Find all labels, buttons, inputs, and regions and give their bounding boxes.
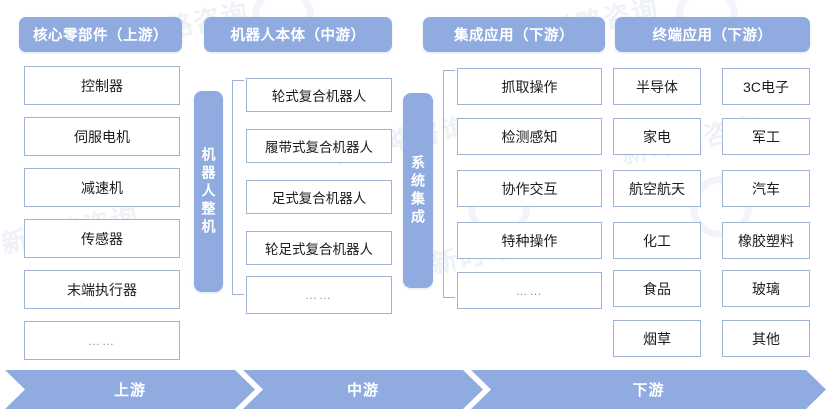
integration-item-label: 特种操作 xyxy=(501,232,558,249)
end-application-item-box[interactable]: 半导体 xyxy=(613,68,701,105)
integration-item-label: …… xyxy=(515,283,544,298)
integration-item-label: 抓取操作 xyxy=(501,78,558,95)
section-header-label: 机器人本体（中游） xyxy=(230,28,366,44)
vertical-bar-system-integration[interactable]: 系统集成 xyxy=(403,93,433,288)
integration-item-box[interactable]: 协作交互 xyxy=(457,170,602,207)
stage-chevron-label: 下游 xyxy=(632,382,665,399)
bracket-connector-midstream xyxy=(232,80,244,295)
end-application-item-box[interactable]: 烟草 xyxy=(613,320,701,357)
midstream-item-box[interactable]: 轮式复合机器人 xyxy=(246,78,392,112)
end-application-item-box[interactable]: 玻璃 xyxy=(722,270,810,307)
stage-chevron-upstream[interactable]: 上游 xyxy=(5,370,255,409)
upstream-item-label: 末端执行器 xyxy=(67,281,137,298)
midstream-item-label: 轮式复合机器人 xyxy=(271,89,367,104)
end-application-item-box[interactable]: 家电 xyxy=(613,118,701,155)
end-application-item-box[interactable]: 食品 xyxy=(613,270,701,307)
section-header-label: 核心零部件（上游） xyxy=(33,28,168,44)
upstream-item-box-ellipsis[interactable]: …… xyxy=(24,321,180,360)
section-header-robot-body[interactable]: 机器人本体（中游） xyxy=(204,17,392,52)
vertical-bar-robot-complete-machine[interactable]: 机器人整机 xyxy=(194,91,223,292)
midstream-item-box-ellipsis[interactable]: …… xyxy=(246,276,392,314)
end-application-item-box[interactable]: 化工 xyxy=(613,222,701,259)
bracket-connector-integration xyxy=(443,70,455,298)
upstream-item-box[interactable]: 传感器 xyxy=(24,219,180,258)
end-application-item-label: 家电 xyxy=(643,128,671,145)
midstream-item-box[interactable]: 轮足式复合机器人 xyxy=(246,231,392,265)
integration-item-box[interactable]: 检测感知 xyxy=(457,118,602,155)
section-header-integrated-application[interactable]: 集成应用（下游） xyxy=(423,17,605,52)
stage-chevron-midstream[interactable]: 中游 xyxy=(243,370,483,409)
section-header-label: 终端应用（下游） xyxy=(652,28,773,44)
end-application-item-label: 其他 xyxy=(752,330,780,347)
end-application-item-label: 军工 xyxy=(752,128,780,145)
upstream-item-label: 伺服电机 xyxy=(74,128,130,145)
end-application-item-label: 航空航天 xyxy=(629,180,685,197)
midstream-item-label: 足式复合机器人 xyxy=(271,191,367,206)
end-application-item-box[interactable]: 其他 xyxy=(722,320,810,357)
end-application-item-box[interactable]: 3C电子 xyxy=(722,68,810,105)
integration-item-label: 检测感知 xyxy=(501,128,558,145)
upstream-item-box[interactable]: 伺服电机 xyxy=(24,117,180,156)
stage-chevron-label: 中游 xyxy=(346,382,379,399)
stage-ribbon: 上游 中游 下游 xyxy=(0,370,835,409)
integration-item-box-ellipsis[interactable]: …… xyxy=(457,272,602,309)
upstream-item-label: …… xyxy=(88,333,116,348)
upstream-item-box[interactable]: 控制器 xyxy=(24,66,180,105)
vertical-bar-label: 系统集成 xyxy=(410,154,426,227)
end-application-item-label: 玻璃 xyxy=(752,280,780,297)
end-application-item-label: 化工 xyxy=(643,232,671,249)
midstream-item-label: 轮足式复合机器人 xyxy=(265,242,373,257)
upstream-item-label: 控制器 xyxy=(81,77,123,94)
end-application-item-box[interactable]: 航空航天 xyxy=(613,170,701,207)
midstream-item-label: 履带式复合机器人 xyxy=(265,140,373,155)
upstream-item-label: 传感器 xyxy=(81,230,123,247)
integration-item-label: 协作交互 xyxy=(501,180,558,197)
midstream-item-box[interactable]: 履带式复合机器人 xyxy=(246,129,392,163)
end-application-item-label: 汽车 xyxy=(752,180,780,197)
end-application-item-box[interactable]: 橡胶塑料 xyxy=(722,222,810,259)
upstream-item-box[interactable]: 减速机 xyxy=(24,168,180,207)
end-application-item-label: 食品 xyxy=(643,280,671,297)
end-application-item-label: 烟草 xyxy=(643,330,671,347)
section-header-end-application[interactable]: 终端应用（下游） xyxy=(615,17,810,52)
end-application-item-label: 半导体 xyxy=(636,78,678,95)
end-application-item-box[interactable]: 汽车 xyxy=(722,170,810,207)
end-application-item-box[interactable]: 军工 xyxy=(722,118,810,155)
end-application-item-label: 3C电子 xyxy=(743,78,789,95)
upstream-item-box[interactable]: 末端执行器 xyxy=(24,270,180,309)
stage-chevron-label: 上游 xyxy=(113,382,146,399)
midstream-item-box[interactable]: 足式复合机器人 xyxy=(246,180,392,214)
midstream-item-label: …… xyxy=(305,288,333,302)
upstream-item-label: 减速机 xyxy=(81,179,123,196)
section-header-upstream-components[interactable]: 核心零部件（上游） xyxy=(19,17,182,52)
section-header-label: 集成应用（下游） xyxy=(454,28,574,44)
stage-chevron-downstream[interactable]: 下游 xyxy=(471,370,826,409)
end-application-item-label: 橡胶塑料 xyxy=(738,232,794,249)
integration-item-box[interactable]: 抓取操作 xyxy=(457,68,602,105)
vertical-bar-label: 机器人整机 xyxy=(200,146,217,237)
integration-item-box[interactable]: 特种操作 xyxy=(457,222,602,259)
